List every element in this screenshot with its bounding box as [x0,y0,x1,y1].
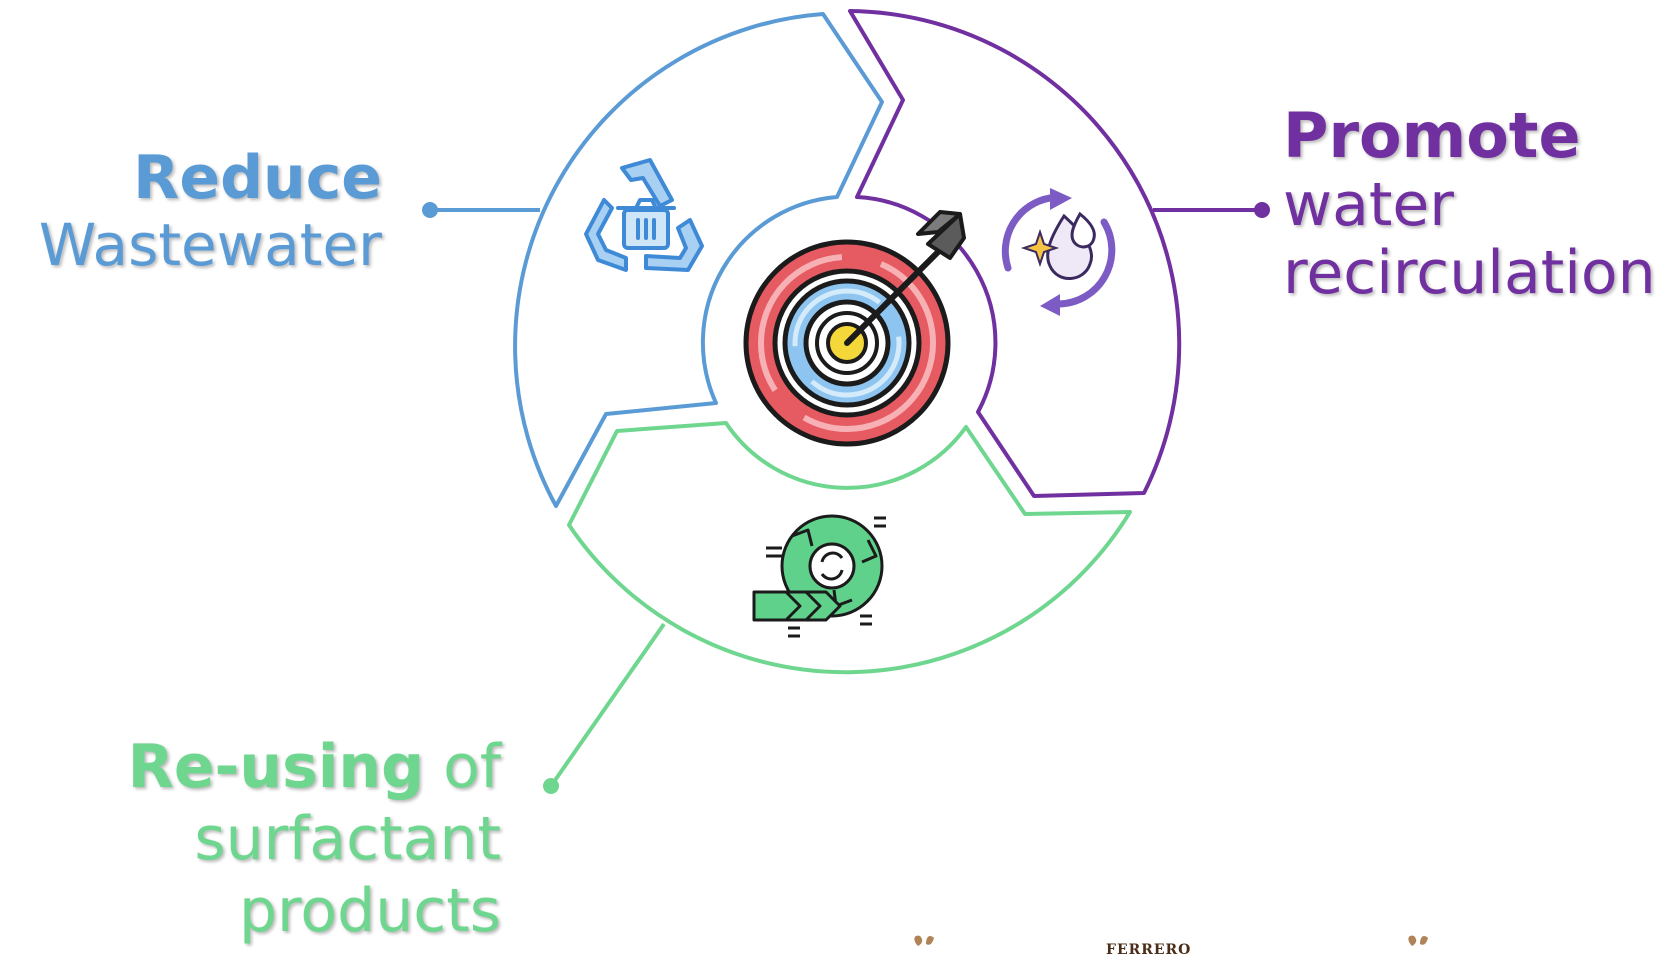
label-promote-line2: water [1283,170,1454,240]
label-reduce-rest: Wastewater [38,211,382,279]
label-reuse-surfactants: Re-using of surfactant products [128,737,501,941]
label-reduce-wastewater: Reduce Wastewater [39,148,382,274]
label-promote-emphasis: Promote [1283,99,1581,172]
label-reuse-emphasis: Re-using [127,732,425,802]
brand-logo-text: FERRERO [1106,942,1192,958]
connector-reuse [543,622,666,794]
label-reuse-after: of [424,732,501,802]
laurel-icon-left [914,935,934,946]
connector-reduce [422,202,540,218]
connector-promote [1153,202,1270,218]
label-reuse-line1: Re-using of [128,737,501,797]
recycle-trash-icon [584,158,704,272]
label-promote-recirculation: Promote water recirculation [1283,99,1656,308]
reuse-process-icon [752,514,886,638]
laurel-icon-right [1408,935,1428,946]
segment-reduce [513,12,884,508]
label-reuse-line3: products [238,876,501,946]
label-reuse-line2: surfactant [194,804,501,874]
water-recycle-icon [1001,188,1116,316]
target-icon [743,210,966,447]
label-promote-line3: recirculation [1283,238,1656,308]
label-reduce-emphasis: Reduce [133,143,382,213]
